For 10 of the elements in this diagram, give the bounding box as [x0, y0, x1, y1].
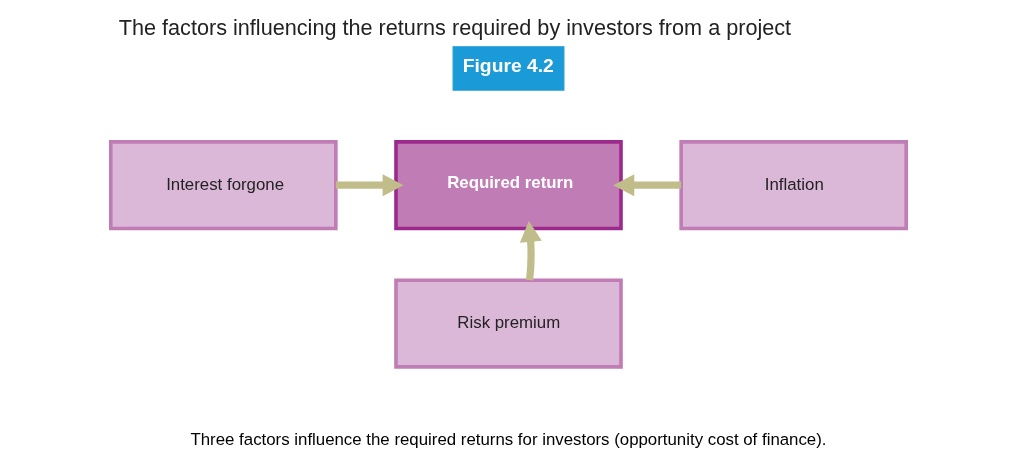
- caption: Three factors influence the required returns for investors (opportunity cost of finance).: [190, 429, 827, 449]
- label: Figure 4.2: [462, 54, 554, 76]
- node-box: Risk premium: [394, 278, 623, 369]
- node-box: Interest forgone: [109, 140, 338, 231]
- arrow: [613, 174, 682, 197]
- node-box: Inflation: [679, 140, 908, 231]
- arrow: [335, 174, 404, 197]
- arrow: [519, 220, 542, 281]
- diagram-title: The factors influencing the returns required by investors from a project: [118, 15, 792, 41]
- node-box: Required return: [394, 140, 623, 231]
